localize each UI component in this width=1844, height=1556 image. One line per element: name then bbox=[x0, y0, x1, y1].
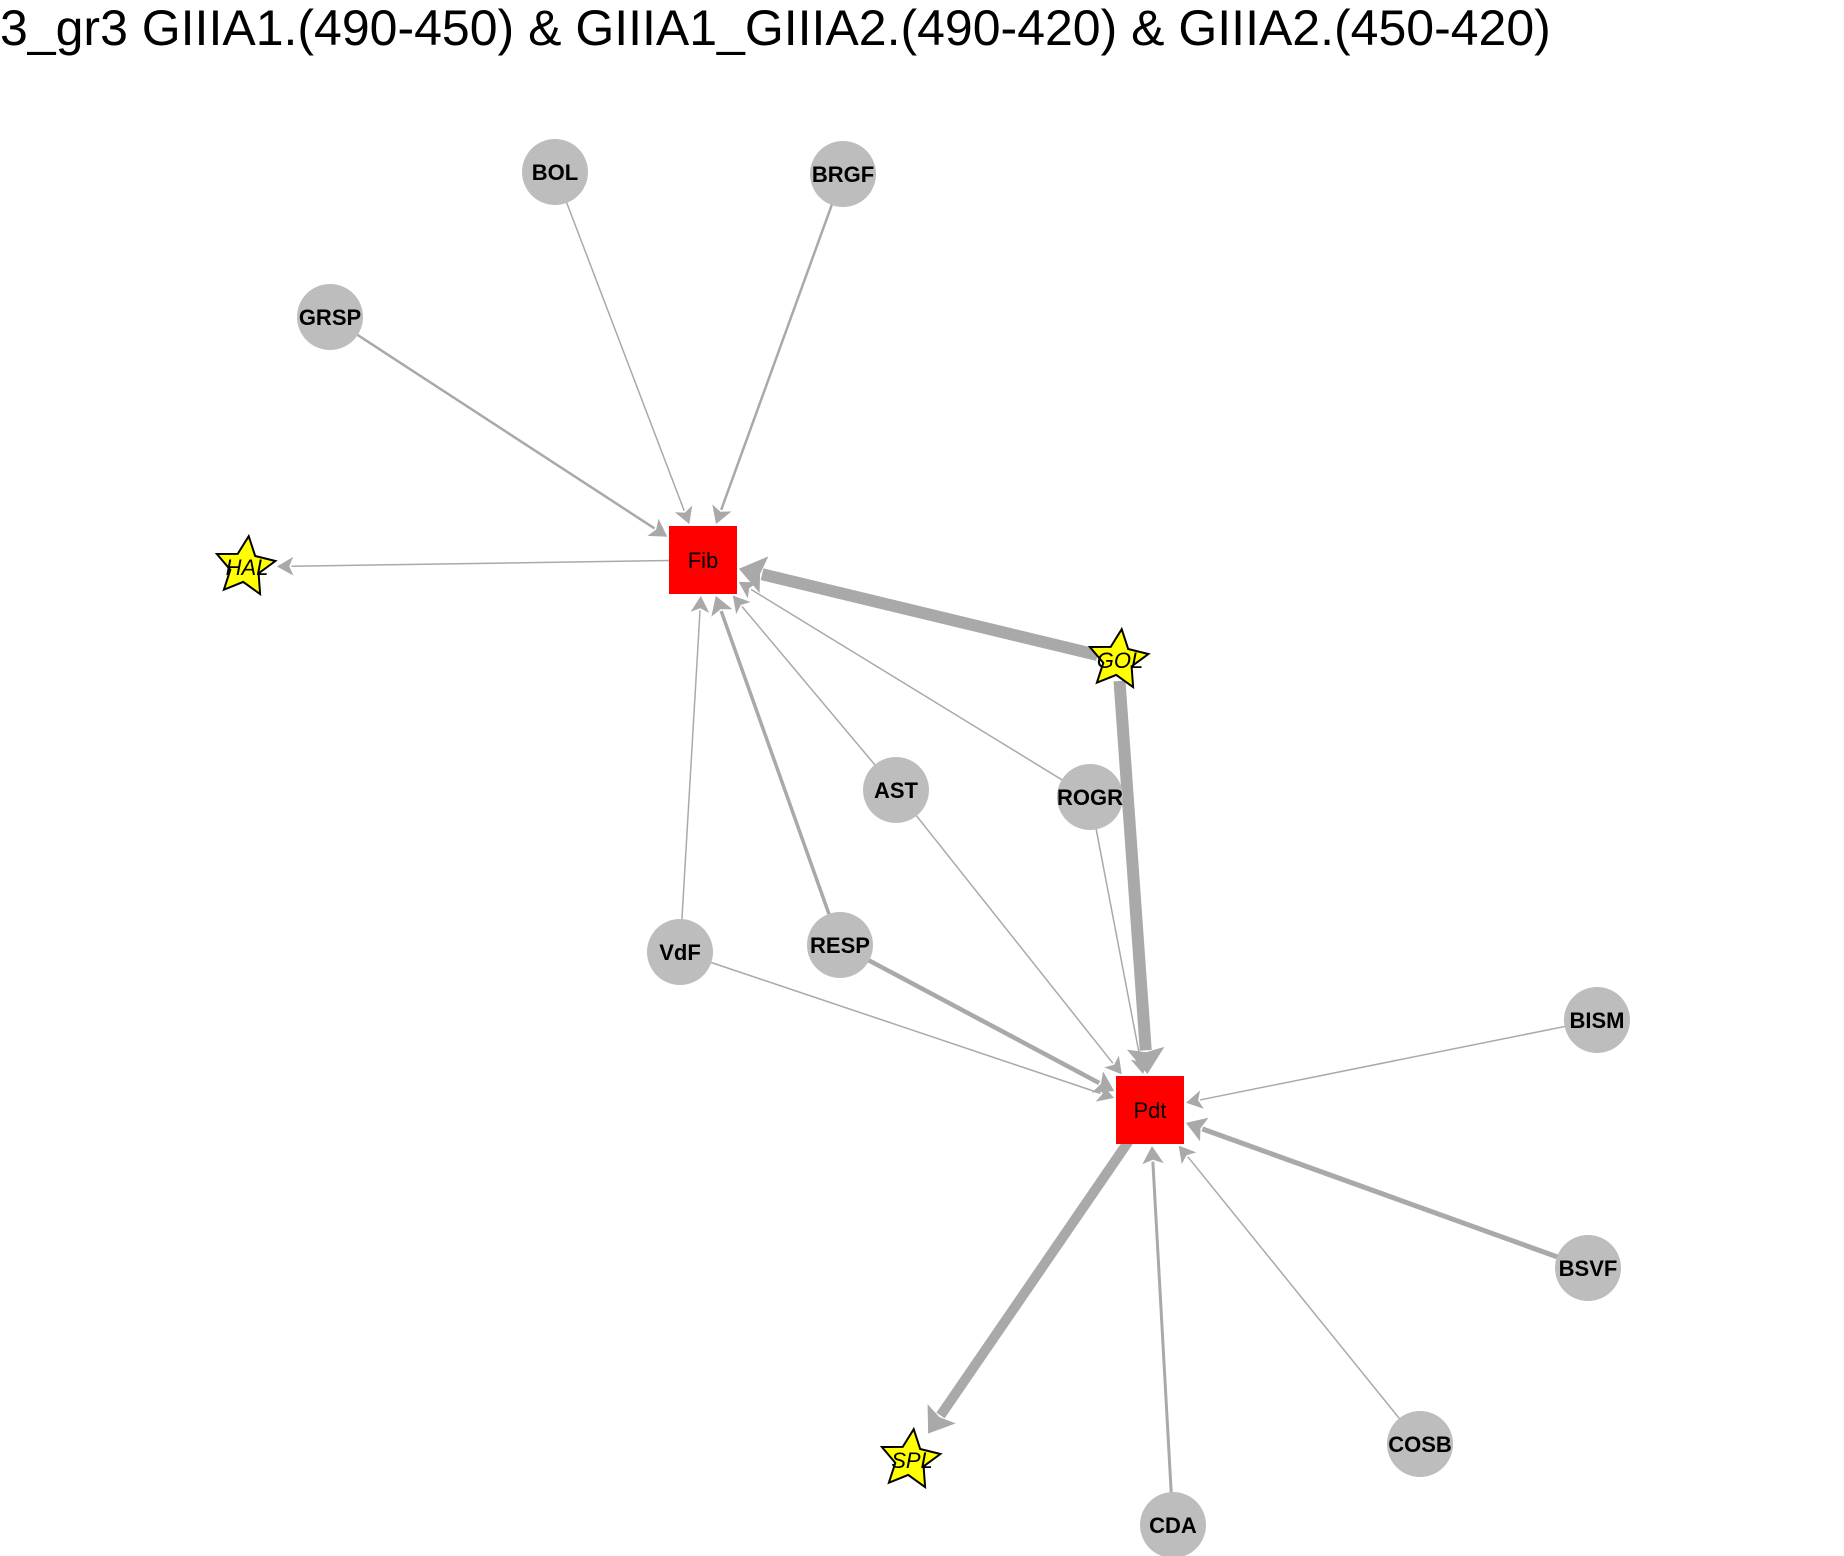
edge-rogr-fib bbox=[738, 581, 1071, 786]
node-circle bbox=[297, 284, 363, 350]
node-circle bbox=[1555, 1235, 1621, 1301]
node-label-bol: BOL bbox=[532, 160, 578, 185]
edge-vdf-fib bbox=[680, 596, 710, 929]
node-label-ast: AST bbox=[874, 778, 919, 803]
node-cosb: COSB bbox=[1387, 1411, 1453, 1477]
edge-grsp-fib bbox=[348, 328, 668, 537]
edge-vdf-pdt bbox=[701, 958, 1115, 1102]
arrowhead bbox=[674, 505, 693, 525]
node-bol: BOL bbox=[522, 139, 588, 205]
node-circle bbox=[522, 139, 588, 205]
arrowhead bbox=[1130, 1056, 1150, 1074]
node-gol: GOL bbox=[1087, 626, 1151, 690]
star-icon bbox=[1087, 626, 1151, 690]
arrowhead bbox=[277, 556, 294, 576]
edge-fib-hal bbox=[277, 556, 680, 576]
node-label-resp: RESP bbox=[810, 933, 870, 958]
edge-ast-pdt bbox=[909, 807, 1122, 1075]
node-grsp: GRSP bbox=[297, 284, 363, 350]
node-label-gol: GOL bbox=[1097, 648, 1143, 673]
node-hal: HAL bbox=[214, 533, 278, 597]
star-icon bbox=[214, 533, 278, 597]
star-icon bbox=[879, 1426, 943, 1490]
node-circle bbox=[810, 141, 876, 207]
node-label-vdf: VdF bbox=[659, 940, 701, 965]
node-circle bbox=[863, 757, 929, 823]
arrowhead bbox=[927, 1404, 956, 1434]
node-label-grsp: GRSP bbox=[299, 305, 361, 330]
edge-rogr-pdt bbox=[1093, 819, 1150, 1074]
arrowhead bbox=[738, 581, 758, 599]
edge-pdt-spl bbox=[927, 1130, 1138, 1434]
edge-gol-pdt bbox=[1113, 680, 1165, 1074]
node-vdf: VdF bbox=[647, 919, 713, 985]
arrowhead bbox=[1142, 1146, 1164, 1165]
node-bism: BISM bbox=[1564, 987, 1630, 1053]
node-circle bbox=[647, 919, 713, 985]
node-label-fib: Fib bbox=[688, 548, 719, 573]
node-pdt: Pdt bbox=[1116, 1076, 1184, 1144]
node-spl: SPL bbox=[879, 1426, 943, 1490]
node-label-pdt: Pdt bbox=[1133, 1098, 1166, 1123]
arrowhead bbox=[711, 595, 733, 617]
arrowhead bbox=[1178, 1145, 1197, 1165]
arrowhead bbox=[712, 504, 732, 525]
edges-layer bbox=[277, 193, 1575, 1503]
hub-square bbox=[669, 526, 737, 594]
edge-bsvf-pdt bbox=[1185, 1117, 1568, 1263]
node-label-cda: CDA bbox=[1149, 1513, 1197, 1538]
node-label-rogr: ROGR bbox=[1057, 785, 1123, 810]
hub-square bbox=[1116, 1076, 1184, 1144]
node-label-bsvf: BSVF bbox=[1559, 1256, 1618, 1281]
edge-gol-fib bbox=[738, 556, 1099, 661]
edge-ast-fib bbox=[732, 595, 882, 773]
node-resp: RESP bbox=[807, 912, 873, 978]
edge-cosb-pdt bbox=[1178, 1145, 1407, 1427]
arrowhead bbox=[1095, 1083, 1115, 1102]
arrowhead bbox=[1091, 1071, 1115, 1093]
diagram-title: 3_gr3 GIIIA1.(490-450) & GIIIA1_GIIIA2.(… bbox=[0, 0, 1551, 56]
arrowhead bbox=[1104, 1055, 1122, 1075]
arrowhead bbox=[732, 595, 751, 615]
edge-brgf-fib bbox=[712, 195, 837, 525]
node-circle bbox=[1387, 1411, 1453, 1477]
arrowhead bbox=[690, 596, 710, 613]
arrowhead bbox=[1185, 1117, 1209, 1142]
node-brgf: BRGF bbox=[810, 141, 876, 207]
node-label-hal: HAL bbox=[226, 555, 269, 580]
node-cda: CDA bbox=[1140, 1492, 1206, 1556]
node-label-spl: SPL bbox=[891, 1448, 933, 1473]
node-label-brgf: BRGF bbox=[812, 162, 874, 187]
arrowhead bbox=[1186, 1090, 1204, 1109]
edge-cda-pdt bbox=[1142, 1146, 1174, 1503]
node-label-bism: BISM bbox=[1570, 1008, 1625, 1033]
node-rogr: ROGR bbox=[1057, 764, 1123, 830]
node-circle bbox=[1564, 987, 1630, 1053]
edge-resp-pdt bbox=[859, 953, 1115, 1093]
arrowhead bbox=[738, 556, 769, 593]
node-bsvf: BSVF bbox=[1555, 1235, 1621, 1301]
node-circle bbox=[1140, 1492, 1206, 1556]
node-fib: Fib bbox=[669, 526, 737, 594]
node-ast: AST bbox=[863, 757, 929, 823]
edge-bism-pdt bbox=[1186, 1023, 1575, 1109]
node-label-cosb: COSB bbox=[1388, 1432, 1452, 1457]
node-circle bbox=[1057, 764, 1123, 830]
edge-resp-fib bbox=[711, 595, 834, 924]
node-circle bbox=[807, 912, 873, 978]
edge-bol-fib bbox=[562, 193, 693, 525]
arrowhead bbox=[647, 518, 668, 537]
